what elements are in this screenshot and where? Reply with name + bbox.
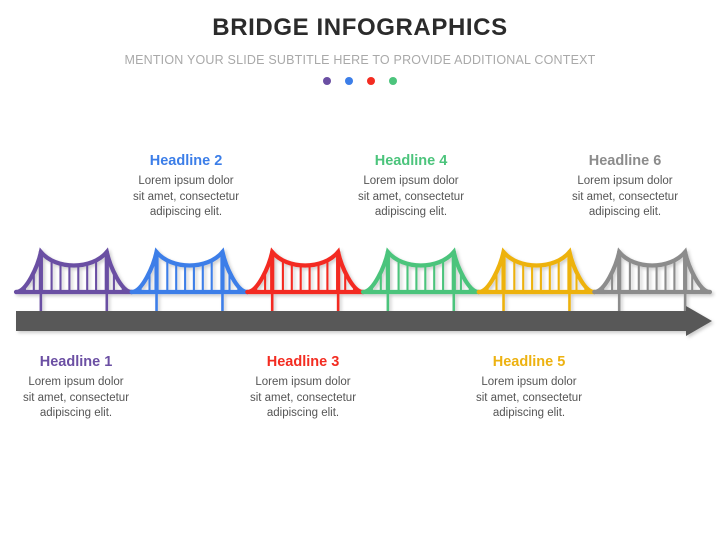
segment-block-3[interactable]: Headline 3 Lorem ipsum dolor sit amet, c… <box>223 353 383 422</box>
segment-body-line: sit amet, consectetur <box>249 391 357 404</box>
bridge-span-6[interactable] <box>592 247 713 311</box>
segment-body-line: sit amet, consectetur <box>132 190 240 203</box>
segment-body-5: Lorem ipsum dolor sit amet, consectetur … <box>449 375 609 422</box>
segment-headline-2: Headline 2 <box>149 153 223 169</box>
main-cable <box>476 247 597 295</box>
dot-red-icon <box>367 77 375 85</box>
segment-body-line: sit amet, consectetur <box>571 190 679 203</box>
segment-body-line: sit amet, consectetur <box>22 391 130 404</box>
segment-body-line: Lorem ipsum dolor <box>577 175 673 187</box>
bridge-span-5[interactable] <box>476 247 597 311</box>
segment-body-1: Lorem ipsum dolor sit amet, consectetur … <box>0 375 156 422</box>
segment-body-line: Lorem ipsum dolor <box>28 376 124 388</box>
segment-body-line: adipiscing elit. <box>39 407 113 419</box>
bridge-span-2[interactable] <box>129 247 250 311</box>
segment-block-2[interactable]: Headline 2 Lorem ipsum dolor sit amet, c… <box>106 152 266 221</box>
main-cable <box>245 247 366 295</box>
segment-body-line: adipiscing elit. <box>492 407 566 419</box>
bridge-span-1[interactable] <box>13 247 134 311</box>
segment-block-5[interactable]: Headline 5 Lorem ipsum dolor sit amet, c… <box>449 353 609 422</box>
segment-headline-6: Headline 6 <box>588 153 662 169</box>
segment-body-line: adipiscing elit. <box>588 206 662 218</box>
segment-headline-3: Headline 3 <box>266 354 340 370</box>
segment-body-line: Lorem ipsum dolor <box>481 376 577 388</box>
segment-body-6: Lorem ipsum dolor sit amet, consectetur … <box>545 174 705 221</box>
segment-body-2: Lorem ipsum dolor sit amet, consectetur … <box>106 174 266 221</box>
segment-body-line: adipiscing elit. <box>149 206 223 218</box>
segment-body-line: sit amet, consectetur <box>475 391 583 404</box>
segment-body-line: adipiscing elit. <box>374 206 448 218</box>
segment-headline-5: Headline 5 <box>492 354 566 370</box>
segment-headline-1: Headline 1 <box>39 354 113 370</box>
dot-green-icon <box>389 77 397 85</box>
segment-body-line: Lorem ipsum dolor <box>255 376 351 388</box>
page-title: BRIDGE INFOGRAPHICS <box>212 14 508 41</box>
segment-block-1[interactable]: Headline 1 Lorem ipsum dolor sit amet, c… <box>0 353 156 422</box>
segment-block-4[interactable]: Headline 4 Lorem ipsum dolor sit amet, c… <box>331 152 491 221</box>
bridge-span-3[interactable] <box>245 247 366 311</box>
segment-body-line: Lorem ipsum dolor <box>138 175 234 187</box>
dot-purple-icon <box>323 77 331 85</box>
bridge-span-4[interactable] <box>360 247 481 311</box>
bridge-spans <box>13 247 713 311</box>
main-cable <box>592 247 713 295</box>
segment-body-line: Lorem ipsum dolor <box>363 175 459 187</box>
segment-body-4: Lorem ipsum dolor sit amet, consectetur … <box>331 174 491 221</box>
page-subtitle: MENTION YOUR SLIDE SUBTITLE HERE TO PROV… <box>124 53 596 67</box>
accent-dot-row <box>0 77 720 85</box>
main-cable <box>129 247 250 295</box>
dot-blue-icon <box>345 77 353 85</box>
segment-body-line: adipiscing elit. <box>266 407 340 419</box>
segment-body-3: Lorem ipsum dolor sit amet, consectetur … <box>223 375 383 422</box>
main-cable <box>360 247 481 295</box>
segment-headline-4: Headline 4 <box>374 153 448 169</box>
segment-body-line: sit amet, consectetur <box>357 190 465 203</box>
timeline-arrow[interactable] <box>16 306 712 336</box>
segment-block-6[interactable]: Headline 6 Lorem ipsum dolor sit amet, c… <box>545 152 705 221</box>
main-cable <box>13 247 134 295</box>
slide-header: BRIDGE INFOGRAPHICS MENTION YOUR SLIDE S… <box>0 0 720 85</box>
